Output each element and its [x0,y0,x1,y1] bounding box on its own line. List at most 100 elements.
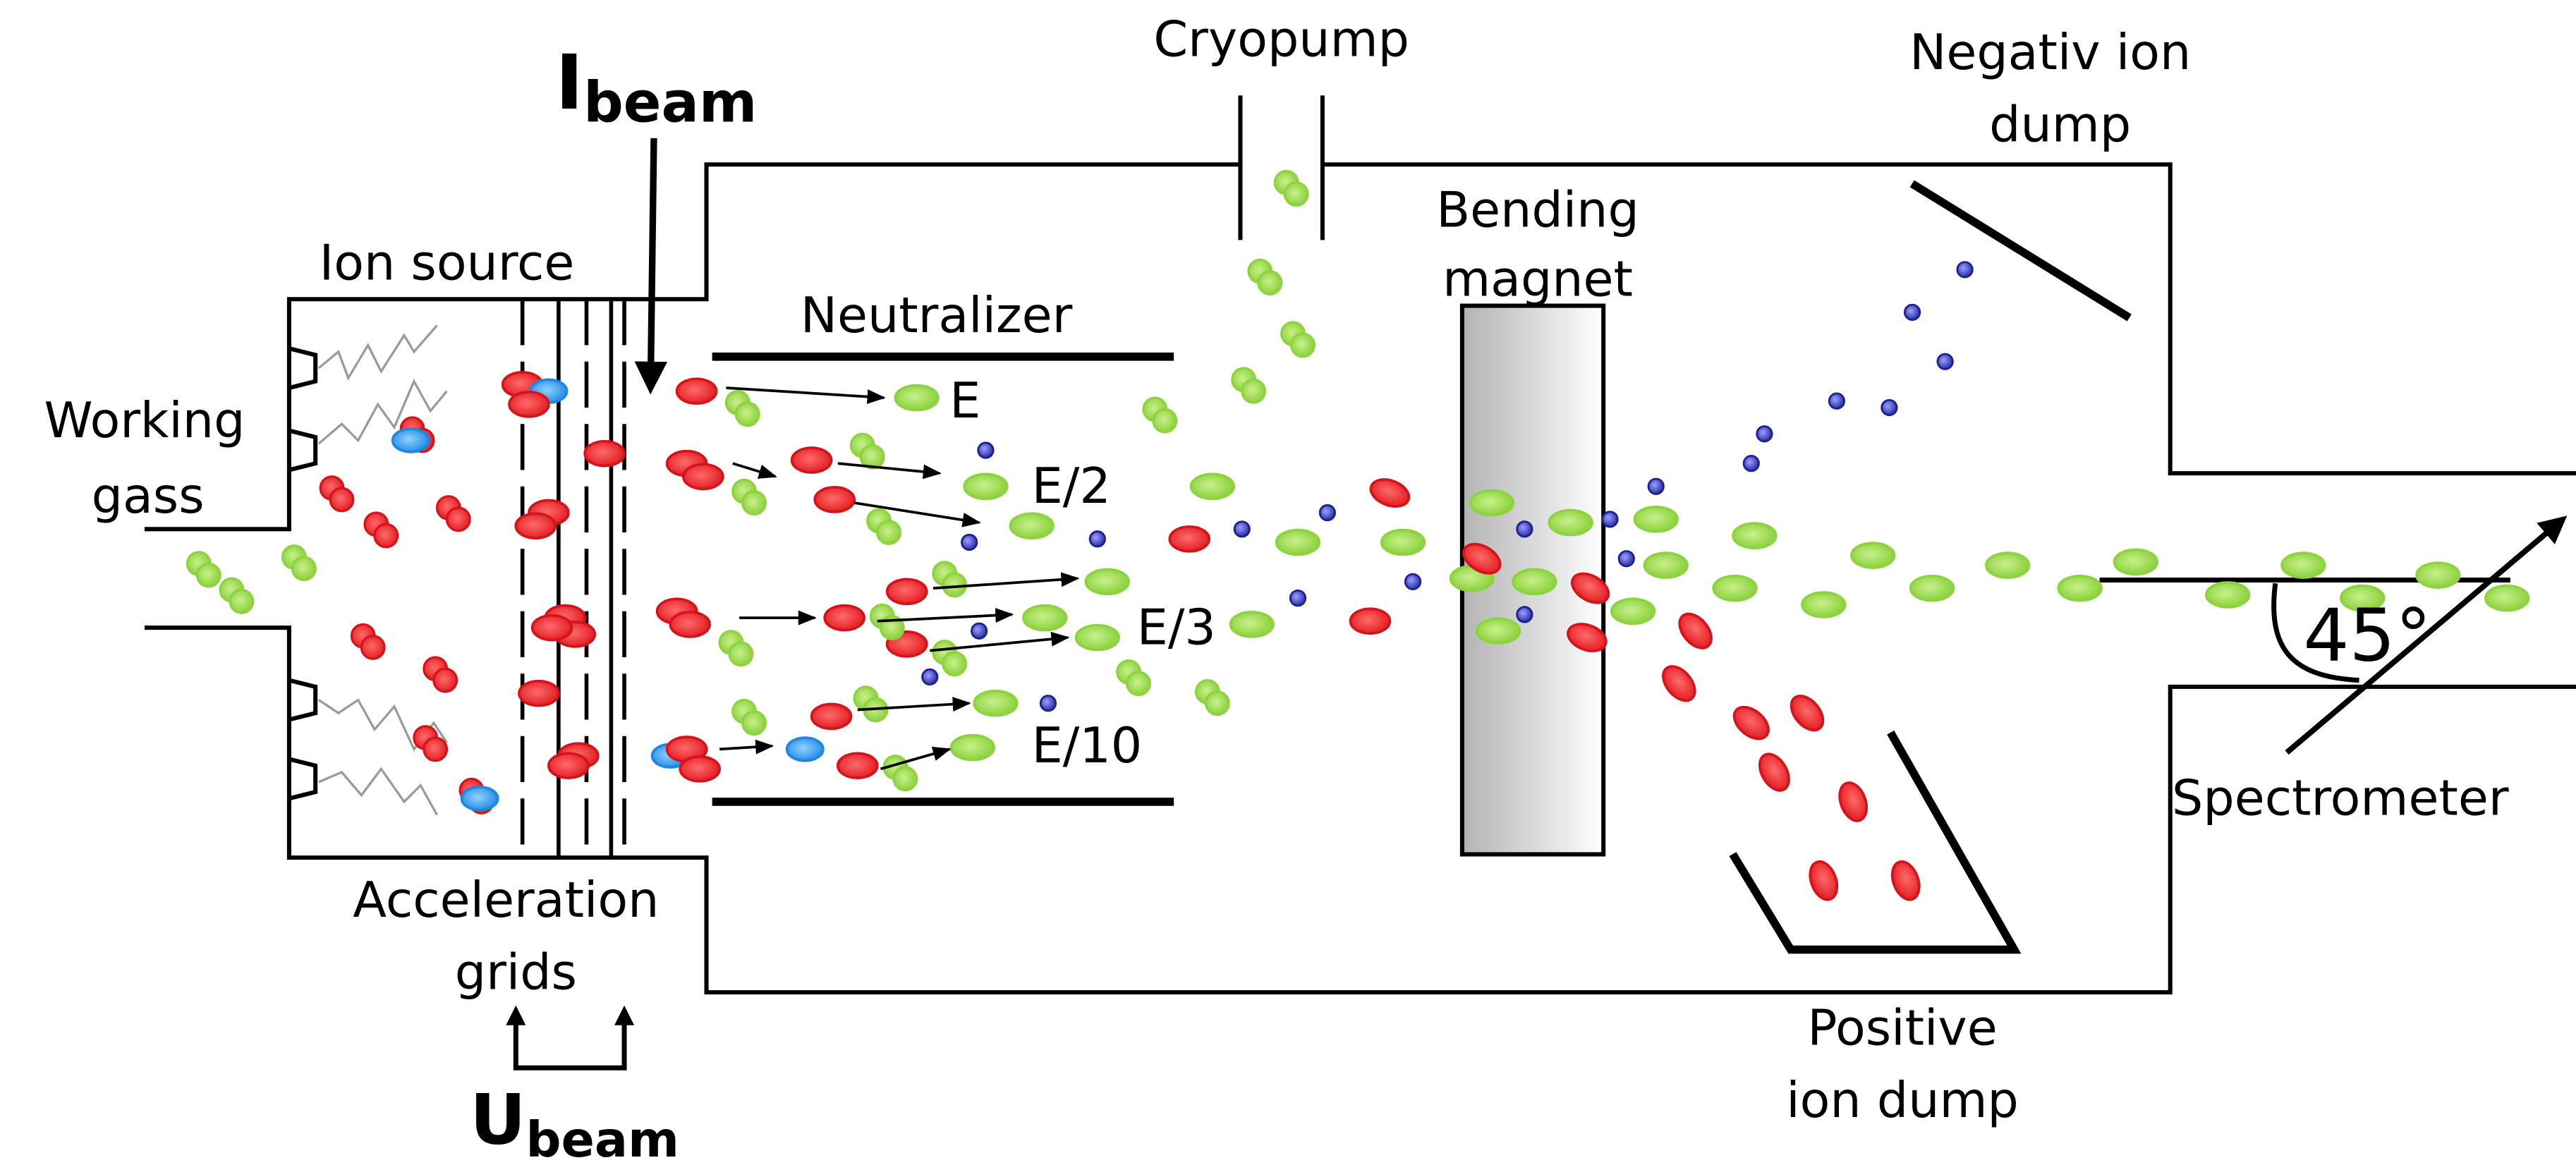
spectrometer-label: Spectrometer [2172,770,2509,827]
neutral-molecule [1283,181,1309,207]
neutral-atom [1732,522,1778,549]
energy-label-e-third: E/3 [1137,599,1216,656]
energy-arrows [719,386,1080,771]
positive-ion [1809,860,1839,901]
positive-ion [813,486,856,513]
positive-ion-molecule [360,635,386,660]
i-beam-arrow [634,138,668,395]
neutral-molecule [734,401,760,427]
neutral-atom [963,472,1009,501]
positive-ion-molecule [432,667,458,693]
positive-ion-molecule [423,736,449,762]
positive-ion [514,512,557,539]
positive-ion [530,614,573,642]
positive-ion [508,390,550,418]
positive-ion [1838,781,1869,822]
positive-ion [1662,665,1696,702]
bending-magnet-label: Bending [1436,182,1639,239]
working-gas-label-line2: gass [92,468,205,525]
neutral-molecule [1241,378,1267,404]
neutral-atom [2057,574,2103,602]
positive-ion [1168,525,1211,553]
negative-ion [1233,520,1251,538]
positive-ion-molecule [445,506,471,532]
energy-arrow [877,608,1014,623]
positive-ion [1462,542,1502,575]
energy-arrow [853,501,981,527]
ion-source-label: Ion source [320,234,575,291]
positive-ion [1570,572,1610,604]
neutral-atom [2280,551,2326,579]
neutral-atom [1512,568,1557,596]
neutral-molecule [1126,671,1151,697]
neutral-atom [894,384,940,412]
negative-ion [1617,550,1635,568]
particles [186,169,2530,901]
negative-ion [1088,530,1106,548]
neutral-atom [1022,604,1068,632]
neutral-atom [1229,611,1275,638]
negative-ion [1404,573,1422,590]
u-beam-bracket [506,1005,635,1071]
energy-label-e: E [949,372,980,429]
angle-label: 45° [2303,594,2431,678]
electron [391,427,430,453]
neutral-atom [1380,528,1426,556]
negative-ion [1756,425,1773,443]
neutral-molecule [1290,332,1316,358]
positive-ion [669,611,712,638]
neutral-molecule [728,641,754,667]
negative-ion [977,441,995,459]
positive-ion [547,752,590,780]
neutral-atom [1548,508,1593,537]
negative-ion [1742,455,1760,472]
neutral-atom [1610,597,1656,626]
positive-ion [1890,860,1921,901]
neutral-molecule [892,766,918,792]
negative-ion [1516,520,1533,538]
positive-ion-dump-label-line2: ion dump [1786,1072,2019,1129]
neutral-molecule [741,490,767,516]
negative-ion [1903,303,1921,321]
negative-ion [1936,353,1954,370]
negative-ion [1881,398,1898,417]
neutral-molecule [859,444,885,470]
neutral-molecule [741,710,767,736]
i-beam-label: Ibeam [555,39,757,135]
energy-arrow [732,462,777,479]
neutral-atom [1643,551,1689,579]
acceleration-grids-label: Acceleration [353,872,659,929]
i-beam-symbol: I [555,39,583,127]
neutral-atom [1475,617,1521,645]
energy-arrow [726,386,886,404]
neutral-molecule [876,520,901,545]
neutral-atom [1633,505,1679,533]
cryopump-label: Cryopump [1153,11,1409,68]
neutral-atom [2340,584,2386,612]
neutralizer-plates [712,352,1174,806]
neutral-molecule [195,562,221,588]
negative-ion [1956,261,1974,279]
neutral-molecule [1204,690,1230,716]
positive-ion [790,446,833,474]
electron [785,736,825,762]
neutral-atom [1801,591,1847,618]
u-beam-label: Ubeam [470,1080,679,1165]
energy-arrow [837,462,942,480]
negative-ion [1289,590,1307,607]
filament-discharge [317,324,448,816]
negative-ion [1318,504,1337,522]
neutral-atom [1712,574,1758,602]
neutral-atom [1984,551,2031,579]
u-beam-subscript: beam [526,1111,679,1165]
negative-ion-dump-label-line2: dump [1989,97,2131,154]
positive-ion [1349,607,1392,635]
u-beam-symbol: U [470,1080,525,1160]
positive-ion [1678,612,1713,649]
positive-ion [518,679,560,707]
positive-ion [682,463,724,491]
positive-ion [675,377,718,405]
negative-ion [921,668,939,686]
neutral-atom [2415,561,2461,589]
